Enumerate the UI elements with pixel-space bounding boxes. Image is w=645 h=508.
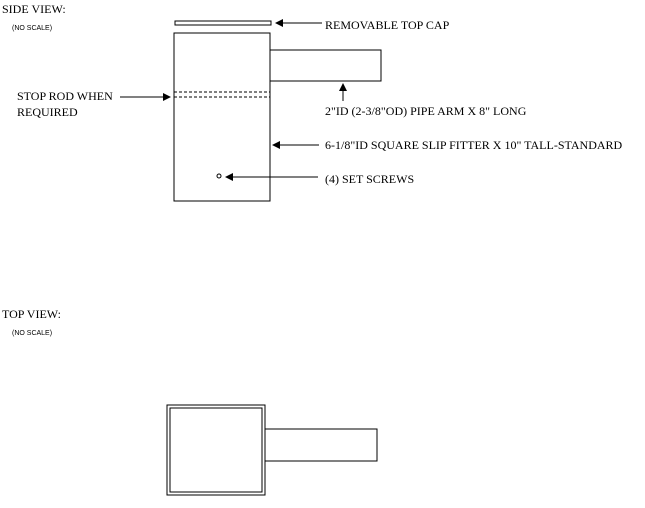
side-view-scale-note: (NO SCALE) — [12, 25, 52, 32]
slip-fitter-inner-top — [169, 407, 263, 493]
set-screw-icon — [216, 173, 222, 179]
side-view-title: SIDE VIEW: — [2, 2, 66, 16]
stop-rod-label-line1: STOP ROD WHEN — [17, 89, 113, 103]
slip-fitter-body-side — [173, 32, 271, 202]
top-cap-label: REMOVABLE TOP CAP — [325, 18, 450, 32]
slip-fitter-label: 6-1/8"ID SQUARE SLIP FITTER X 10" TALL-S… — [325, 138, 623, 152]
pipe-arm-side — [269, 49, 382, 82]
top-cap-plate — [174, 20, 272, 26]
stop-rod-label-line2: REQUIRED — [17, 105, 78, 119]
pipe-arm-label: 2"ID (2-3/8"OD) PIPE ARM X 8" LONG — [325, 104, 527, 118]
set-screws-label: (4) SET SCREWS — [325, 172, 414, 186]
top-view-scale-note: (NO SCALE) — [12, 330, 52, 337]
pipe-arm-top — [264, 428, 378, 462]
top-view-title: TOP VIEW: — [2, 307, 61, 321]
slip-fitter-outer-top — [166, 404, 266, 496]
